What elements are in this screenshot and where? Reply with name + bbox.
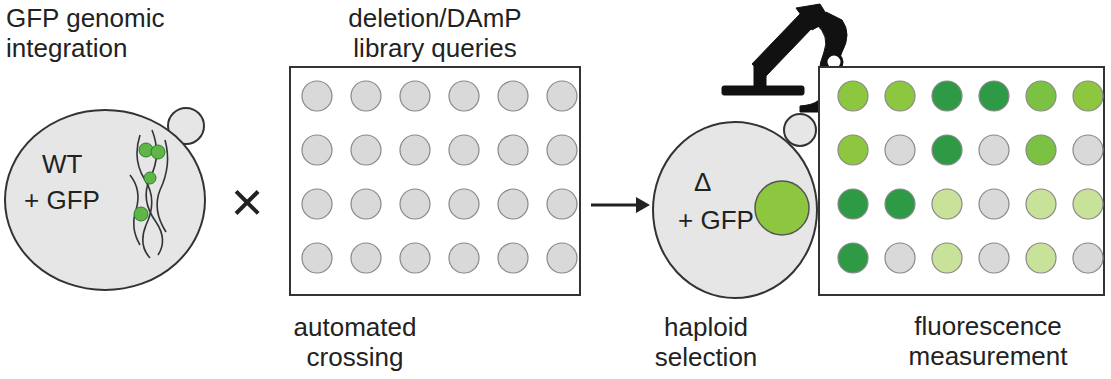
well	[979, 135, 1009, 165]
node-text: deletion/DAmP library queries	[325, 4, 545, 64]
node-shape	[650, 110, 825, 300]
well	[449, 243, 479, 273]
well	[547, 243, 577, 273]
arrowhead	[636, 197, 650, 213]
microscope-eyepiece	[796, 4, 830, 30]
well	[547, 81, 577, 111]
well	[932, 243, 962, 273]
gfp-dot	[144, 172, 156, 184]
well	[547, 135, 577, 165]
cross-symbol: ×	[222, 170, 272, 234]
well	[885, 135, 915, 165]
well	[1026, 81, 1056, 111]
well	[302, 81, 332, 111]
well	[351, 81, 381, 111]
well	[449, 189, 479, 219]
yeast-cell	[5, 110, 205, 290]
well	[1026, 135, 1056, 165]
arrow-line	[591, 204, 637, 207]
node-text: WT	[42, 150, 82, 180]
well	[400, 243, 430, 273]
well	[1073, 81, 1103, 111]
well	[1073, 135, 1103, 165]
microscope-objective	[754, 66, 766, 86]
well	[885, 189, 915, 219]
diagram-node: GFP genomic integrationWT + GFP	[0, 0, 215, 300]
well-plate	[290, 67, 580, 295]
node-text: + GFP	[24, 186, 100, 216]
step-label: automated crossing	[280, 313, 430, 373]
well	[351, 243, 381, 273]
well	[302, 243, 332, 273]
well	[838, 189, 868, 219]
well	[400, 135, 430, 165]
well	[979, 81, 1009, 111]
microscope-stage	[722, 86, 804, 95]
well	[498, 81, 528, 111]
well	[838, 243, 868, 273]
well	[932, 81, 962, 111]
node-text: GFP genomic integration	[6, 4, 191, 64]
gfp-dot	[151, 145, 165, 159]
well	[302, 135, 332, 165]
well	[400, 189, 430, 219]
well	[885, 81, 915, 111]
node-text: + GFP	[678, 206, 754, 236]
well	[1073, 243, 1103, 273]
yeast-cell	[653, 122, 817, 298]
well	[932, 135, 962, 165]
well	[885, 243, 915, 273]
well	[449, 135, 479, 165]
well	[1073, 189, 1103, 219]
node-text: Δ	[694, 168, 711, 198]
well	[979, 243, 1009, 273]
well	[302, 189, 332, 219]
well	[498, 243, 528, 273]
well	[449, 81, 479, 111]
well	[1026, 243, 1056, 273]
well	[351, 135, 381, 165]
well	[351, 189, 381, 219]
well	[498, 189, 528, 219]
diagram-node: Δ + GFP	[650, 110, 825, 300]
well	[932, 189, 962, 219]
well	[498, 135, 528, 165]
well	[547, 189, 577, 219]
node-text: fluorescence measurement	[878, 312, 1098, 372]
well-plate	[819, 67, 1104, 295]
well	[1026, 189, 1056, 219]
process-arrow	[591, 197, 650, 213]
diagram-node: deletion/DAmP library queries	[285, 0, 585, 300]
well	[838, 81, 868, 111]
step-label: haploid selection	[636, 313, 776, 373]
diagram-node: fluorescence measurement	[818, 60, 1108, 379]
well	[838, 135, 868, 165]
cell-bud	[784, 114, 816, 146]
well	[400, 81, 430, 111]
gfp-signal	[755, 181, 809, 235]
gfp-dot	[134, 207, 148, 221]
well	[979, 189, 1009, 219]
